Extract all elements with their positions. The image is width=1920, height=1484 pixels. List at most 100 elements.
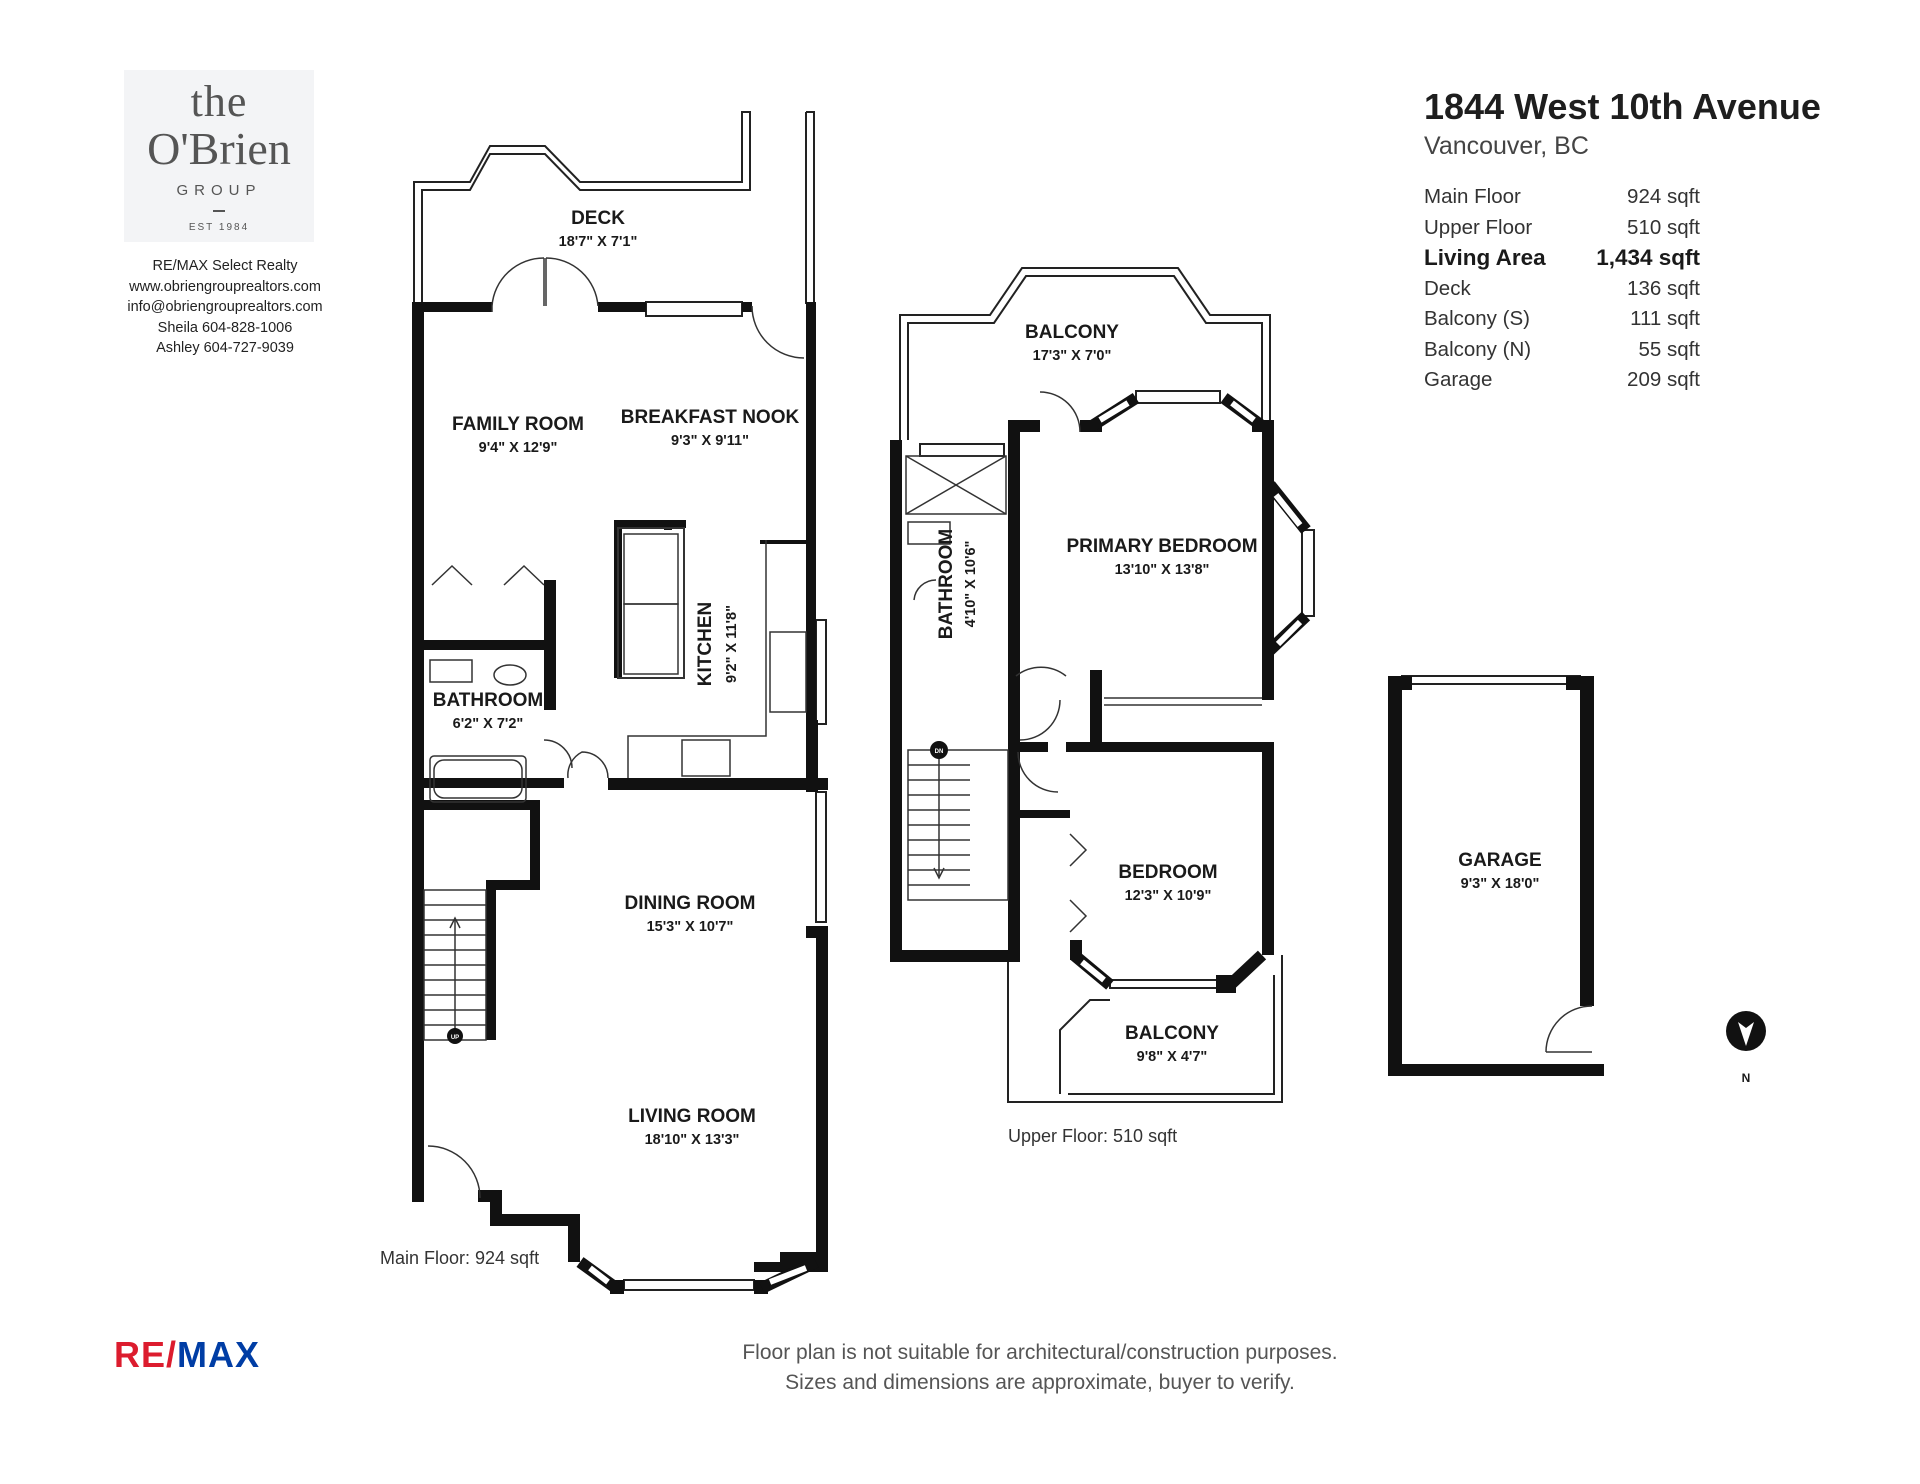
stairs-upper bbox=[907, 749, 1009, 901]
window bbox=[815, 619, 827, 725]
wall bbox=[424, 800, 530, 810]
brokerage-name: RE/MAX Select Realty bbox=[152, 258, 298, 274]
living-room-dims: 18'10" X 13'3" bbox=[645, 1132, 740, 1148]
stove bbox=[681, 739, 731, 777]
bedroom-label: BEDROOM bbox=[1118, 862, 1217, 883]
area-row: Balcony (N) 55 sqft bbox=[1424, 335, 1700, 366]
deck-dims: 18'7" X 7'1" bbox=[559, 234, 638, 250]
wall bbox=[742, 302, 752, 312]
window bbox=[1401, 675, 1581, 685]
door-swing bbox=[751, 305, 805, 359]
garage-label: GARAGE bbox=[1458, 850, 1541, 871]
wall bbox=[496, 880, 540, 890]
wall bbox=[1008, 742, 1048, 752]
wall bbox=[614, 520, 686, 528]
dining-room-dims: 15'3" X 10'7" bbox=[647, 919, 734, 935]
wall bbox=[412, 302, 424, 1202]
wall bbox=[890, 950, 1020, 962]
area-label: Garage bbox=[1424, 368, 1493, 391]
bifold-door bbox=[431, 564, 473, 586]
wall bbox=[806, 302, 816, 772]
door-swing bbox=[543, 739, 573, 769]
area-label: Living Area bbox=[1424, 245, 1546, 270]
breakfast-nook-label: BREAKFAST NOOK bbox=[621, 407, 800, 428]
window bbox=[1301, 529, 1315, 617]
disclaimer: Floor plan is not suitable for architect… bbox=[660, 1338, 1420, 1398]
bathroom-upper-label: BATHROOM bbox=[936, 529, 957, 639]
kitchen-sink bbox=[769, 631, 807, 713]
area-row-total: Living Area 1,434 sqft bbox=[1424, 243, 1700, 274]
family-room-dims: 9'4" X 12'9" bbox=[479, 440, 558, 456]
kitchen-label: KITCHEN bbox=[695, 602, 716, 686]
obrien-group-logo: the O'Brien GROUP EST 1984 bbox=[124, 70, 314, 242]
wall bbox=[1010, 810, 1018, 950]
wall bbox=[1090, 670, 1102, 752]
remax-logo-part-a: RE/ bbox=[114, 1334, 178, 1375]
wall bbox=[424, 640, 554, 650]
stairs-main bbox=[423, 889, 487, 1041]
area-label: Balcony (N) bbox=[1424, 337, 1532, 361]
living-room-label: LIVING ROOM bbox=[628, 1106, 756, 1127]
agent-phone-ashley: Ashley 604-727-9039 bbox=[156, 340, 294, 356]
toilet bbox=[429, 659, 473, 683]
door-swing bbox=[1039, 391, 1081, 433]
bifold-door bbox=[1069, 899, 1088, 933]
logo-divider bbox=[213, 210, 225, 212]
stair-down-label: DN bbox=[935, 749, 944, 755]
toilet bbox=[907, 521, 951, 545]
wall bbox=[806, 926, 828, 938]
area-label: Deck bbox=[1424, 276, 1471, 300]
window bbox=[645, 301, 743, 317]
stair-down-marker: DN bbox=[930, 741, 948, 759]
window bbox=[1135, 390, 1221, 404]
area-label: Balcony (S) bbox=[1424, 307, 1530, 330]
website-link[interactable]: www.obriengrouprealtors.com bbox=[129, 278, 321, 295]
area-value: 1,434 sqft bbox=[1596, 245, 1700, 270]
wall bbox=[568, 1214, 580, 1262]
wall bbox=[806, 720, 818, 792]
door-swing bbox=[1017, 751, 1059, 793]
wall bbox=[1262, 420, 1274, 700]
property-city: Vancouver, BC bbox=[1424, 132, 1589, 160]
email-link[interactable]: info@obriengrouprealtors.com bbox=[127, 299, 323, 315]
counter-edge bbox=[760, 540, 810, 544]
main-floor-caption: Main Floor: 924 sqft bbox=[380, 1248, 540, 1268]
compass-icon: N bbox=[1726, 1011, 1766, 1085]
balcony-south-outline bbox=[899, 267, 1271, 440]
bathroom-sink bbox=[913, 579, 937, 601]
balcony-north-outline bbox=[1007, 955, 1283, 1103]
wall bbox=[544, 580, 556, 710]
remax-logo: RE/MAX bbox=[114, 1334, 260, 1376]
balcony-north-dims: 9'8" X 4'7" bbox=[1137, 1049, 1208, 1065]
property-address: 1844 West 10th Avenue bbox=[1424, 86, 1821, 127]
logo-name-text: O'Brien bbox=[147, 123, 291, 174]
balcony-south-dims: 17'3" X 7'0" bbox=[1033, 348, 1112, 364]
wall bbox=[608, 778, 828, 790]
wall bbox=[412, 302, 492, 312]
sink-outline bbox=[623, 533, 679, 605]
wall bbox=[890, 440, 902, 962]
bathroom-main-label: BATHROOM bbox=[433, 690, 543, 711]
breakfast-nook-dims: 9'3" X 9'11" bbox=[671, 433, 749, 449]
primary-bedroom-label: PRIMARY BEDROOM bbox=[1066, 536, 1257, 557]
wall bbox=[1010, 810, 1070, 818]
logo-est-text: EST 1984 bbox=[188, 222, 250, 233]
wall bbox=[1566, 676, 1594, 690]
wall bbox=[598, 302, 646, 312]
area-value: 55 sqft bbox=[1638, 337, 1700, 361]
agent-phone-sheila: Sheila 604-828-1006 bbox=[157, 319, 293, 336]
door-swing bbox=[1545, 1005, 1593, 1053]
primary-bedroom-dims: 13'10" X 13'8" bbox=[1115, 562, 1210, 578]
kitchen-island bbox=[617, 527, 685, 679]
bathroom-upper-dims: 4'10" X 10'6" bbox=[963, 541, 979, 628]
wall bbox=[664, 520, 672, 530]
deck-label: DECK bbox=[571, 208, 625, 229]
family-room-label: FAMILY ROOM bbox=[452, 414, 584, 435]
area-value: 111 sqft bbox=[1630, 307, 1700, 330]
wall bbox=[490, 1214, 568, 1226]
wall bbox=[530, 800, 540, 890]
